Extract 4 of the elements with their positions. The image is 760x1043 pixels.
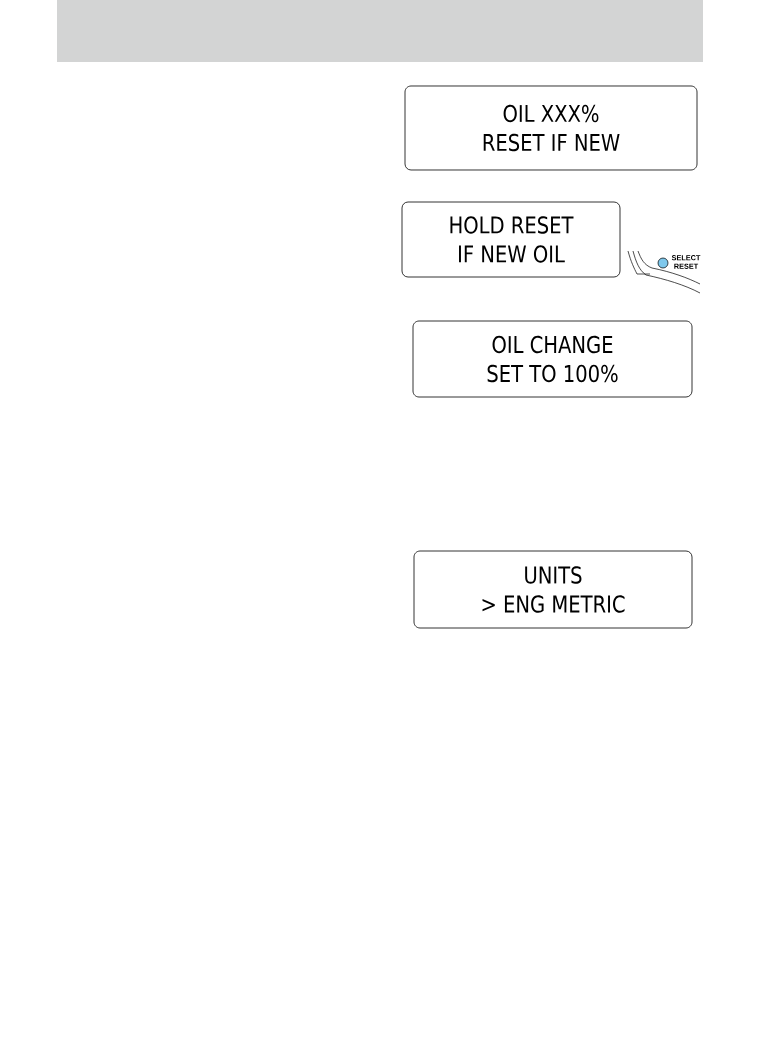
lcd-display-box: OIL XXX% RESET IF NEW [404, 85, 698, 171]
lcd-display-box: UNITS > ENG METRIC [413, 550, 693, 629]
lcd-display-box: HOLD RESET IF NEW OIL [401, 201, 621, 278]
lcd-display-box: OIL CHANGE SET TO 100% [412, 320, 693, 398]
